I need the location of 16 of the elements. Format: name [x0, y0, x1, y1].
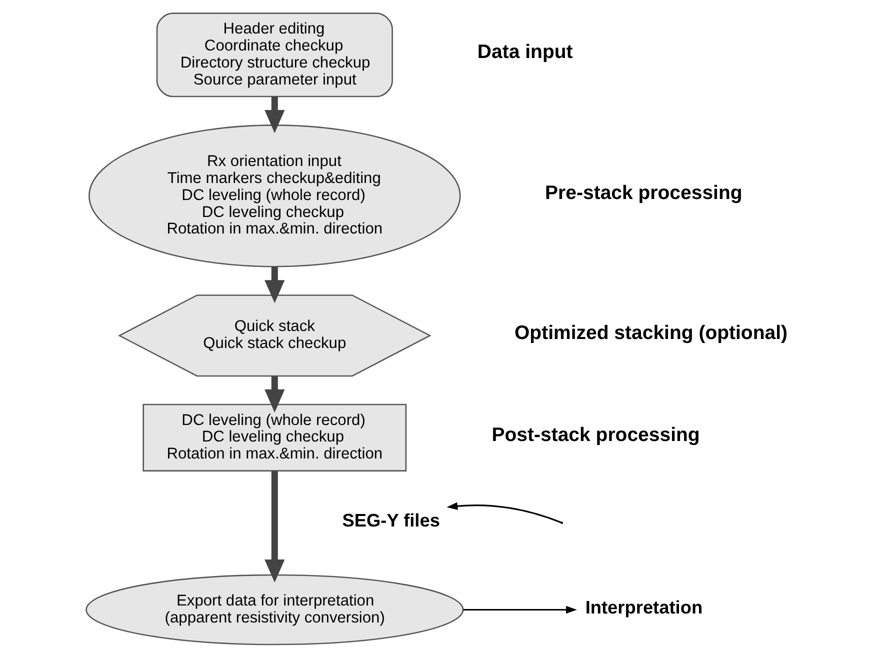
- arrow: [264, 470, 284, 583]
- arrow: [446, 502, 562, 524]
- node-text: SEG-Y files: [342, 510, 440, 530]
- node-box: DC leveling (whole record) DC leveling checkup Rotation in max.&min. direction: [142, 404, 406, 472]
- node-text: Interpretation: [584, 597, 702, 618]
- arrow: [462, 606, 576, 614]
- arrow: [264, 266, 284, 304]
- node-ellipse: Export data for interpretation (apparent resistivity conversion): [85, 574, 464, 646]
- node-box: Header editing Coordinate checkup Directory structure checkup Source parameter input: [156, 12, 392, 98]
- arrow: [264, 96, 284, 134]
- arrow: [264, 376, 284, 412]
- label: Data input: [476, 41, 572, 64]
- node-ellipse: Rx orientation input Time markers checkup&editing DC leveling (whole record) DC leveling checkup Rotation in max.&min. direction: [88, 124, 460, 268]
- label: Optimized stacking (optional): [514, 322, 788, 344]
- label: Pre-stack processing: [544, 182, 742, 204]
- label: Post-stack processing: [491, 424, 700, 446]
